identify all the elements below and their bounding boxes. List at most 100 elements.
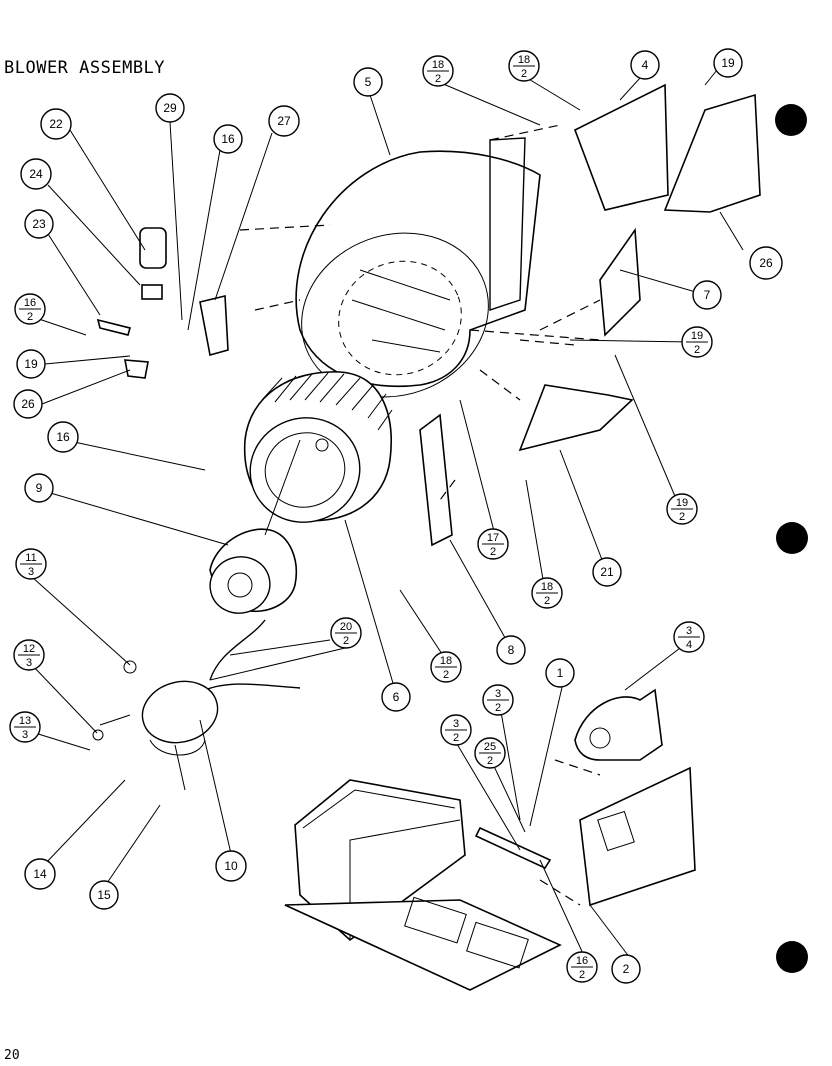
callout-15: 15	[89, 880, 119, 910]
svg-text:18: 18	[518, 54, 530, 66]
svg-text:3: 3	[453, 718, 459, 730]
svg-text:10: 10	[224, 859, 238, 873]
svg-text:18: 18	[440, 655, 452, 667]
callout-12-3: 123	[13, 639, 45, 671]
svg-text:3: 3	[686, 625, 692, 637]
svg-text:16: 16	[24, 297, 36, 309]
binder-hole-middle	[776, 522, 808, 554]
callout-16-mid: 16	[47, 421, 79, 453]
motor-drawing	[204, 439, 301, 691]
svg-text:2: 2	[343, 635, 349, 647]
callout-14: 14	[24, 858, 56, 890]
svg-text:27: 27	[277, 114, 291, 128]
svg-text:12: 12	[23, 643, 35, 655]
callout-8: 8	[496, 635, 526, 665]
svg-text:17: 17	[487, 532, 499, 544]
svg-text:2: 2	[679, 511, 685, 523]
svg-text:29: 29	[163, 101, 177, 115]
svg-text:2: 2	[694, 344, 700, 356]
svg-text:4: 4	[686, 639, 692, 651]
svg-text:8: 8	[508, 643, 515, 657]
callout-6: 6	[381, 682, 411, 712]
svg-text:3: 3	[28, 566, 34, 578]
callout-9: 9	[24, 473, 54, 503]
callout-23: 23	[24, 209, 54, 239]
callout-25-2: 252	[474, 737, 506, 769]
svg-text:3: 3	[22, 729, 28, 741]
leader-lines	[31, 69, 744, 959]
callout-17-2: 172	[477, 528, 509, 560]
callout-13-3: 133	[9, 711, 41, 743]
svg-text:7: 7	[704, 288, 711, 302]
svg-text:2: 2	[623, 962, 630, 976]
svg-text:26: 26	[759, 256, 773, 270]
svg-text:2: 2	[27, 311, 33, 323]
callout-18-2-top-b: 182	[508, 50, 540, 82]
svg-text:1: 1	[557, 666, 564, 680]
svg-text:16: 16	[56, 430, 70, 444]
callout-27: 27	[268, 105, 300, 137]
callout-3-2-lower: 32	[440, 714, 472, 746]
svg-text:4: 4	[642, 58, 649, 72]
svg-text:5: 5	[365, 75, 372, 89]
callout-16-2-left: 162	[14, 293, 46, 325]
callout-19-top: 19	[713, 48, 743, 78]
svg-text:19: 19	[721, 56, 735, 70]
callout-7: 7	[692, 280, 722, 310]
callout-19-2-mid: 192	[681, 326, 713, 358]
svg-text:14: 14	[33, 867, 47, 881]
svg-text:24: 24	[29, 167, 43, 181]
callout-5: 5	[353, 67, 383, 97]
callout-18-2-bottom: 182	[430, 651, 462, 683]
callout-26-left: 26	[13, 389, 43, 419]
svg-text:23: 23	[32, 217, 46, 231]
svg-text:21: 21	[600, 565, 614, 579]
callout-3-4: 34	[673, 621, 705, 653]
callout-29: 29	[155, 93, 185, 123]
diagram-title: BLOWER ASSEMBLY	[4, 58, 166, 78]
callout-26-right: 26	[749, 246, 783, 280]
callout-4: 4	[630, 50, 660, 80]
svg-text:19: 19	[676, 497, 688, 509]
binder-hole-top	[775, 104, 807, 136]
svg-text:2: 2	[579, 969, 585, 981]
svg-text:16: 16	[576, 955, 588, 967]
callout-22: 22	[40, 108, 72, 140]
callout-19-2-low: 192	[666, 493, 698, 525]
svg-text:2: 2	[495, 702, 501, 714]
svg-text:18: 18	[541, 581, 553, 593]
svg-text:2: 2	[453, 732, 459, 744]
svg-text:2: 2	[521, 68, 527, 80]
callout-16-2-bottom: 162	[566, 951, 598, 983]
callout-19-left: 19	[16, 349, 46, 379]
capacitor-drawing	[96, 227, 229, 379]
callout-16-top: 16	[213, 124, 243, 154]
panels-drawing	[419, 83, 761, 547]
svg-text:15: 15	[97, 888, 111, 902]
callout-10: 10	[215, 850, 247, 882]
binder-hole-bottom	[776, 941, 808, 973]
svg-text:20: 20	[340, 621, 352, 633]
svg-text:2: 2	[443, 669, 449, 681]
svg-text:3: 3	[26, 657, 32, 669]
motor-mount-drawing	[92, 660, 219, 791]
svg-text:6: 6	[393, 690, 400, 704]
svg-text:25: 25	[484, 741, 496, 753]
callout-18-2-right: 182	[531, 577, 563, 609]
svg-text:13: 13	[19, 715, 31, 727]
callout-20-2: 202	[330, 617, 362, 649]
page-number: 20	[4, 1048, 20, 1063]
svg-text:19: 19	[691, 330, 703, 342]
callouts: 5 4 19 22 29 16 27 24 23 19 26 16 9 26 7…	[9, 48, 783, 984]
svg-text:2: 2	[490, 546, 496, 558]
callout-3-2-upper: 32	[482, 684, 514, 716]
svg-text:18: 18	[432, 59, 444, 71]
svg-text:16: 16	[221, 132, 235, 146]
svg-text:19: 19	[24, 357, 38, 371]
callout-24: 24	[20, 158, 52, 190]
svg-text:26: 26	[21, 397, 35, 411]
callout-2: 2	[611, 954, 641, 984]
blower-wheel-drawing	[243, 371, 393, 523]
cabinet-base-drawing	[284, 759, 601, 991]
